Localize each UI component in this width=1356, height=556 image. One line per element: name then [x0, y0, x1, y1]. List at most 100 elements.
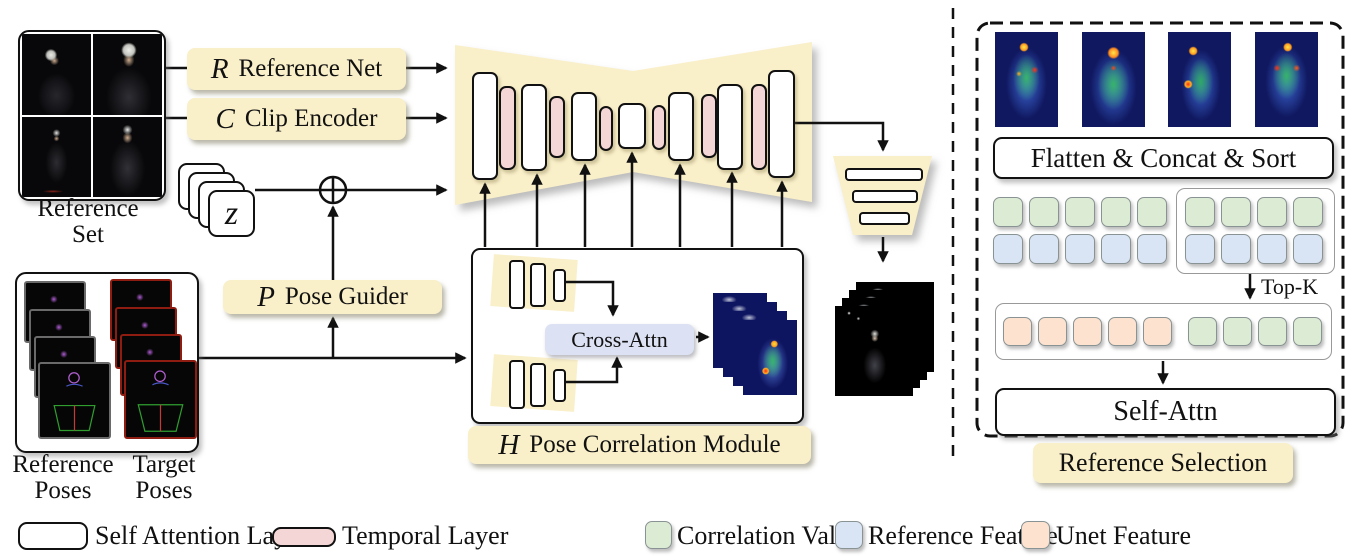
- reference-photo: [93, 34, 162, 115]
- target-pose-frame-front: [124, 360, 197, 439]
- pose-guider-symbol: P: [257, 280, 275, 313]
- legend-self-attention-label: Self Attention Layer: [95, 521, 308, 550]
- topk-group-border: [1176, 188, 1335, 274]
- temporal-bar: [751, 84, 767, 170]
- pose-correlation-symbol: H: [498, 428, 520, 461]
- clip-encoder-label: Clip Encoder: [244, 105, 378, 132]
- reference-poses-caption: Reference Poses: [12, 451, 114, 504]
- target-poses-caption: Target Poses: [132, 451, 196, 504]
- add-operator-icon: [318, 175, 348, 205]
- reference-photo: [93, 116, 162, 197]
- sq-green-square: [1293, 317, 1322, 346]
- sq-blue-square: [1101, 234, 1131, 264]
- pose-correlation-label: Pose Correlation Module: [529, 431, 781, 458]
- sq-blue-square: [1137, 234, 1167, 264]
- attention-heatmap: [1082, 32, 1145, 127]
- encoder-bar: [553, 369, 566, 402]
- temporal-bar: [701, 94, 717, 158]
- topk-label: Top-K: [1261, 274, 1319, 299]
- legend-correlation-label: Correlation Value: [677, 521, 861, 550]
- sq-green-square: [1188, 317, 1217, 346]
- latent-card-front: z: [208, 190, 255, 237]
- temporal-bar: [499, 86, 516, 170]
- legend-unet-swatch: [1021, 521, 1050, 549]
- pose-guider-label: Pose Guider: [284, 283, 408, 310]
- encoder-bar: [530, 263, 546, 307]
- encoder-bar: [553, 269, 566, 302]
- self-attention-bar: [668, 92, 694, 161]
- reference-selection-title: Reference Selection: [1058, 448, 1268, 477]
- reference-photo: [22, 34, 91, 115]
- sq-green-square: [1185, 197, 1215, 227]
- sq-green-square: [1137, 197, 1167, 227]
- self-attention-bar: [521, 84, 547, 171]
- selected-feature-row: [995, 303, 1332, 360]
- pose-correlation-label-box: H Pose Correlation Module: [468, 426, 811, 464]
- sq-green-square: [1101, 197, 1131, 227]
- pose-correlation-module-box: Cross-Attn: [471, 248, 804, 424]
- decoder-bar: [845, 168, 923, 181]
- self-attention-bar: [717, 84, 743, 170]
- attention-heatmap: [1255, 32, 1318, 127]
- clip-encoder-box: C Clip Encoder: [187, 98, 406, 140]
- reference-net-box: R Reference Net: [187, 48, 406, 90]
- sorted-reference-row-right: [1185, 234, 1323, 264]
- flatten-concat-sort-box: Flatten & Concat & Sort: [993, 137, 1334, 179]
- selected-correlation-group: [1188, 317, 1322, 346]
- reference-pose-frame-front: [38, 362, 111, 439]
- temporal-bar: [652, 105, 666, 150]
- sorted-correlation-row-left: [993, 197, 1167, 227]
- correlation-heatmap-frame-front: [743, 320, 797, 395]
- pose-set-box: [15, 272, 199, 453]
- output-frame-front: [835, 306, 913, 396]
- sq-orange-square: [1038, 317, 1067, 346]
- self-attn-box: Self-Attn: [995, 388, 1336, 436]
- decoder-bar: [859, 212, 910, 225]
- sq-orange-square: [1108, 317, 1137, 346]
- legend-reference-swatch: [835, 521, 863, 549]
- sq-green-square: [1221, 197, 1251, 227]
- sq-blue-square: [1293, 234, 1323, 264]
- pose-skeleton-icon: [137, 370, 184, 432]
- reference-net-symbol: R: [210, 52, 229, 85]
- sq-green-square: [1293, 197, 1323, 227]
- legend-correlation-swatch: [645, 521, 672, 549]
- legend-self-attention-swatch: [18, 522, 88, 550]
- self-attention-bar: [472, 72, 498, 180]
- reference-set-box: [18, 30, 166, 201]
- pose-skeleton-icon: [53, 372, 96, 432]
- reference-photo: [22, 116, 91, 197]
- cross-attn-label: Cross-Attn: [571, 326, 668, 352]
- sq-green-square: [993, 197, 1023, 227]
- sorted-reference-row-left: [993, 234, 1167, 264]
- encoder-bar: [530, 363, 546, 407]
- encoder-bar: [509, 260, 525, 309]
- sq-orange-square: [1073, 317, 1102, 346]
- sq-blue-square: [1185, 234, 1215, 264]
- self-attention-bar: [618, 103, 646, 149]
- cross-attn-box: Cross-Attn: [545, 324, 694, 355]
- sq-blue-square: [1221, 234, 1251, 264]
- latent-symbol: z: [224, 194, 239, 232]
- clip-encoder-symbol: C: [215, 102, 235, 135]
- legend-temporal-swatch: [272, 527, 336, 547]
- legend-unet-label: Unet Feature: [1056, 521, 1192, 550]
- sq-blue-square: [1029, 234, 1059, 264]
- sq-blue-square: [993, 234, 1023, 264]
- legend-temporal-label: Temporal Layer: [342, 521, 509, 550]
- decoder-bar: [852, 190, 918, 203]
- temporal-bar: [549, 96, 565, 158]
- unet-feature-group: [1003, 317, 1172, 346]
- sq-green-square: [1065, 197, 1095, 227]
- sq-green-square: [1223, 317, 1252, 346]
- sq-orange-square: [1003, 317, 1032, 346]
- sq-blue-square: [1257, 234, 1287, 264]
- sq-blue-square: [1065, 234, 1095, 264]
- attention-heatmap: [1168, 32, 1231, 127]
- sq-green-square: [1029, 197, 1059, 227]
- reference-selection-title-box: Reference Selection: [1033, 443, 1293, 483]
- sorted-correlation-row-right: [1185, 197, 1323, 227]
- encoder-bar: [509, 360, 525, 409]
- self-attention-bar: [571, 92, 597, 161]
